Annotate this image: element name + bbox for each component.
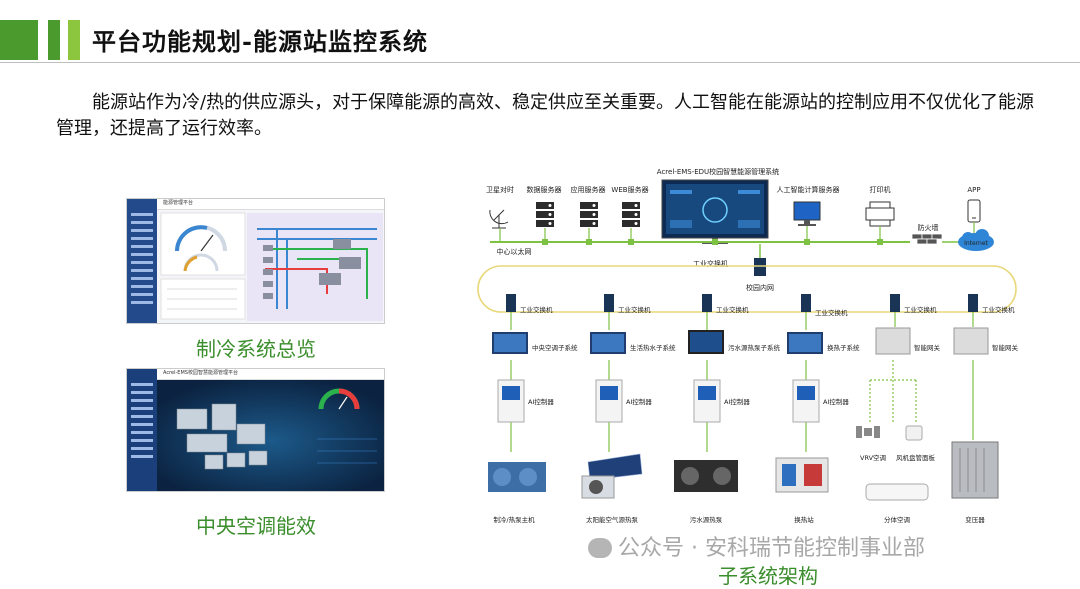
wireless-links (869, 360, 917, 424)
device-label-printer: 打印机 (870, 185, 891, 194)
server-icon (580, 202, 598, 227)
internet-label: Internet (964, 240, 988, 247)
page-title: 平台功能规划-能源站监控系统 (92, 27, 428, 56)
sewage-heat-pump-icon (674, 460, 738, 492)
screen-sidebar (127, 199, 157, 323)
printer-icon (865, 201, 895, 227)
server-icon (622, 202, 640, 227)
switch-label-4: 工业交换机 (815, 308, 848, 317)
screen-topbar: Acrel-EMS校园智慧能源管理平台 (157, 369, 384, 380)
cooling-screen-graphic (160, 212, 383, 321)
device-label-satellite: 卫星对时 (486, 185, 514, 194)
subsystem-label-3: 污水源热泵子系统 (728, 343, 781, 352)
vrv-label: VRV空调 (860, 453, 886, 462)
core-switch-icon (754, 258, 766, 276)
header-accent-bar (48, 20, 60, 60)
column-switches (506, 294, 978, 312)
screen-sidebar (127, 369, 157, 491)
phone-icon (967, 199, 981, 223)
controller-label-1: AI控制器 (528, 397, 554, 406)
screen-app-title: 能源管理平台 (163, 200, 194, 206)
subsystem-architecture-diagram: Acrel-EMS-EDU校园智慧能源管理系统 卫星对时 数据服务器 应用服务器… (477, 167, 1019, 524)
equipment-label-5: 分体空调 (884, 515, 910, 524)
system-title: Acrel-EMS-EDU校园智慧能源管理系统 (657, 167, 779, 176)
fan-coil-panel-icon (905, 425, 923, 441)
switch-label-2: 工业交换机 (618, 305, 651, 314)
controller-label-3: AI控制器 (724, 397, 750, 406)
campus-network-ring (477, 265, 1017, 313)
switch-label-5: 工业交换机 (904, 305, 937, 314)
cooling-overview-screenshot: 能源管理平台 (126, 198, 385, 324)
controller-label-4: AI控制器 (823, 397, 849, 406)
split-ac-icon (865, 483, 929, 501)
watermark-text: 公众号 · 安科瑞节能控制事业部 (618, 536, 925, 561)
gateway-devices (875, 327, 989, 355)
solar-heat-pump-icon (581, 453, 643, 499)
cooling-overview-caption: 制冷系统总览 (196, 337, 316, 361)
device-label-app-server: 应用服务器 (571, 185, 606, 194)
center-ethernet-label: 中心以太网 (497, 247, 532, 256)
subsystem-label-2: 生活热水子系统 (630, 343, 676, 352)
ai-controller-screens (502, 386, 815, 400)
watermark: 公众号 · 安科瑞节能控制事业部 (588, 530, 925, 562)
chiller-icon (488, 462, 546, 492)
device-label-data-server: 数据服务器 (527, 185, 562, 194)
campus-network-label: 校园内网 (746, 283, 774, 292)
hvac-efficiency-screenshot: Acrel-EMS校园智慧能源管理平台 (126, 368, 385, 492)
screen-topbar: 能源管理平台 (157, 199, 384, 210)
transformer-icon (951, 441, 999, 499)
equipment-label-6: 变压器 (965, 515, 985, 524)
subsystem-label-1: 中央空调子系统 (532, 343, 578, 352)
fan-coil-label: 风机盘管面板 (896, 453, 936, 462)
subsystem-label-6: 智能网关 (992, 343, 1019, 352)
firewall-icon (911, 233, 943, 245)
intro-paragraph: 能源站作为冷/热的供应源头，对于保障能源的高效、稳定供应至关重要。人工智能在能源… (56, 92, 1035, 139)
dashboard-monitor-icon (661, 179, 769, 244)
vrv-units-icon (856, 426, 880, 438)
hvac-screen-graphic (157, 380, 384, 491)
switch-label-1: 工业交换机 (520, 305, 553, 314)
wechat-icon (588, 538, 612, 558)
header-accent-bar-light (68, 20, 80, 60)
core-switch-label: 工业交换机 (693, 259, 728, 268)
internet-cloud-icon (958, 229, 994, 251)
bus-nodes (542, 239, 883, 245)
hvac-efficiency-caption: 中央空调能效 (196, 514, 316, 538)
equipment-label-3: 污水源热泵 (690, 515, 723, 524)
controller-label-2: AI控制器 (626, 397, 652, 406)
satellite-icon (489, 209, 509, 229)
subsystem-label-4: 换热子系统 (827, 343, 860, 352)
heat-exchange-station-icon (775, 457, 829, 493)
device-label-web-server: WEB服务器 (611, 185, 648, 194)
column-connectors (510, 312, 974, 452)
screen-app-title: Acrel-EMS校园智慧能源管理平台 (163, 370, 238, 376)
subsystem-monitors (492, 330, 823, 354)
firewall-label: 防火墙 (918, 223, 939, 232)
computer-icon (793, 201, 821, 226)
device-label-app: APP (967, 186, 980, 194)
header-accent-block (0, 20, 38, 60)
device-label-ai-server: 人工智能计算服务器 (777, 185, 840, 194)
switch-label-6: 工业交换机 (982, 305, 1015, 314)
equipment-label-2: 太阳能空气源热泵 (586, 515, 639, 524)
server-icon (536, 202, 554, 227)
equipment-label-1: 制冷/热泵主机 (493, 515, 535, 524)
subsystem-label-5: 智能网关 (914, 343, 941, 352)
equipment-label-4: 换热站 (794, 515, 814, 524)
architecture-caption: 子系统架构 (718, 564, 818, 588)
switch-label-3: 工业交换机 (716, 305, 749, 314)
header-divider (0, 62, 1080, 63)
